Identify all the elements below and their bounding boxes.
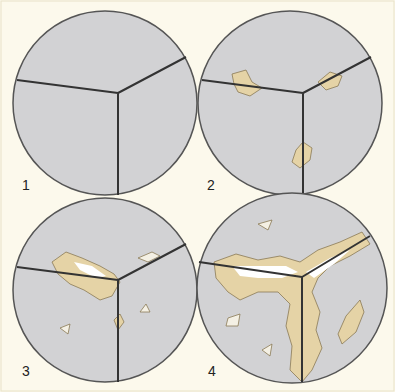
grain-circle (13, 11, 197, 195)
stage-number: 1 (22, 178, 30, 192)
stage-number: 4 (208, 364, 216, 378)
stage-number: 2 (207, 178, 215, 192)
grain-circle (13, 198, 197, 382)
grain-circle (198, 11, 382, 195)
grain-circle (197, 193, 387, 383)
stage-number: 3 (22, 364, 30, 378)
